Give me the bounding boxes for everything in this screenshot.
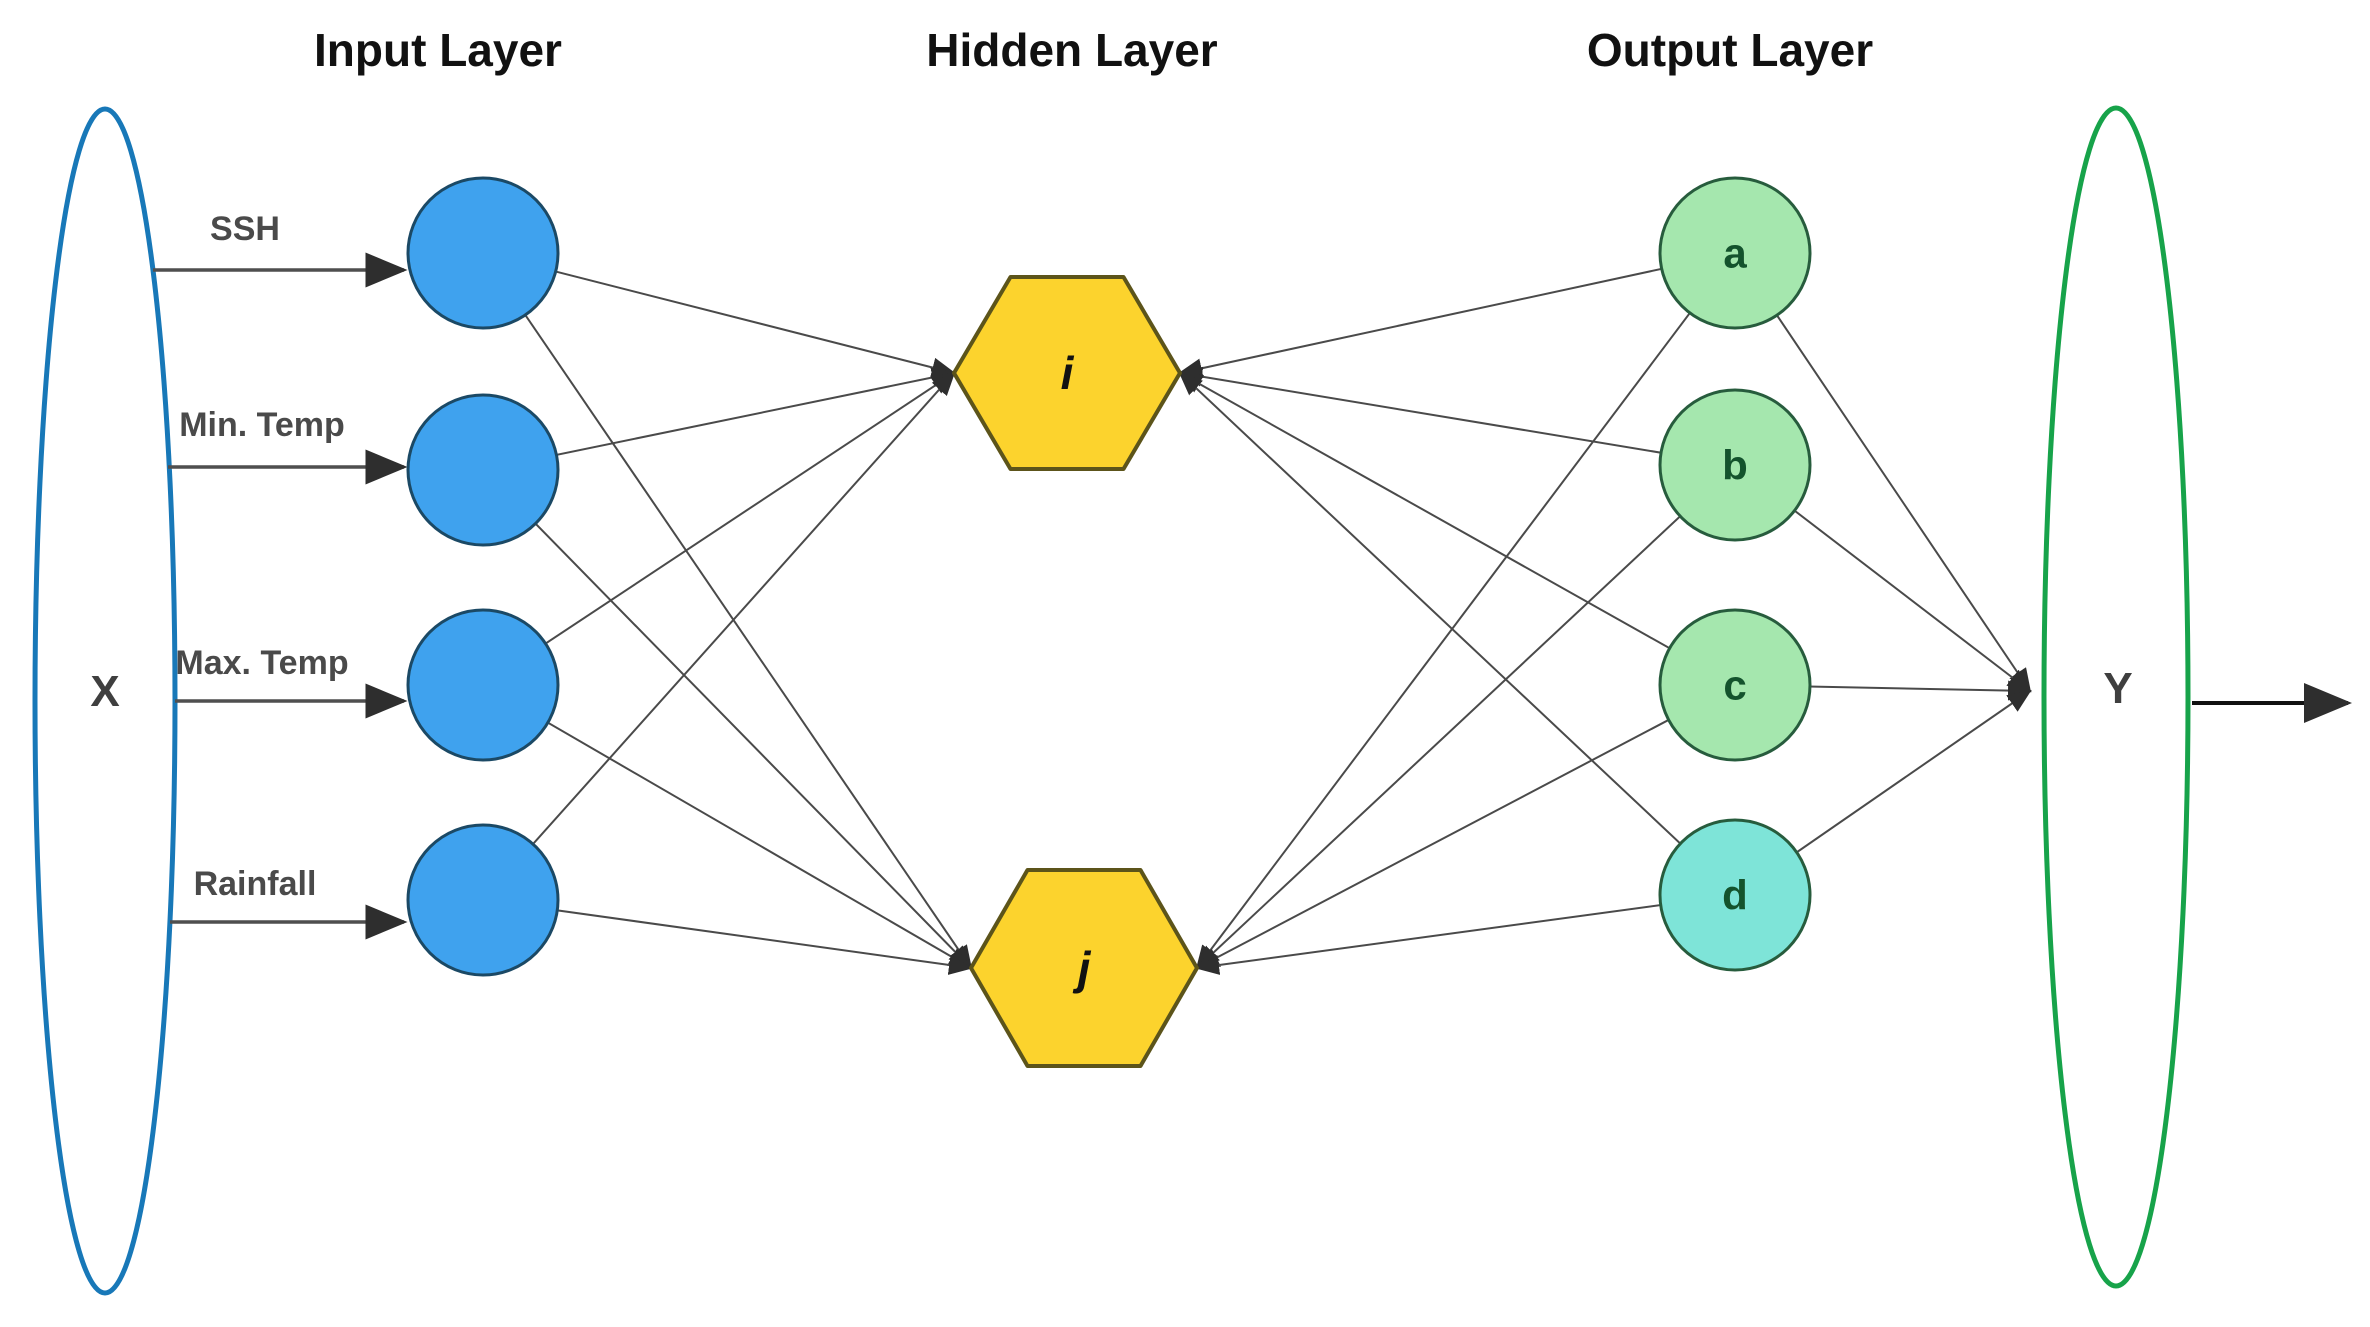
- ellipse-label-y: Y: [2103, 664, 2132, 713]
- edge-c-j: [1195, 684, 1736, 969]
- edge-rainfall-j: [482, 899, 973, 975]
- output-node-a: [1658, 176, 1812, 330]
- edge-a-i: [1178, 252, 1736, 379]
- hidden-node-label-j: j: [1073, 942, 1092, 994]
- feed-label-rainfall: Rainfall: [194, 865, 317, 903]
- feed-label-ssh: SSH: [210, 210, 280, 248]
- output-node-label-d: d: [1722, 872, 1748, 919]
- edge-d-j: [1195, 894, 1736, 975]
- edge-min_temp-i: [482, 367, 956, 471]
- output-node-label-a: a: [1723, 230, 1747, 277]
- hidden-node-j: [969, 868, 1199, 1068]
- output-node-b: [1658, 388, 1812, 542]
- edge-ssh-j: [482, 252, 973, 970]
- output-node-c: [1658, 608, 1812, 762]
- output-node-label-c: c: [1723, 662, 1746, 709]
- input-node-rainfall: [406, 823, 560, 977]
- feed-label-max_temp: Max. Temp: [175, 644, 348, 682]
- edge-b-i: [1178, 366, 1736, 466]
- title-input-layer: Input Layer: [314, 24, 562, 76]
- title-output-layer: Output Layer: [1587, 24, 1873, 76]
- edge-a-j: [1195, 252, 1736, 970]
- edge-b-j: [1195, 464, 1736, 970]
- edge-ssh-i: [482, 252, 956, 378]
- edge-min_temp-j: [482, 469, 973, 970]
- edge-max_temp-j: [482, 684, 973, 970]
- feed-label-min_temp: Min. Temp: [179, 406, 345, 444]
- input-node-max_temp: [406, 608, 560, 762]
- hidden-node-i: [952, 275, 1182, 471]
- edge-d-i: [1178, 371, 1736, 896]
- edge-a-y: [1734, 252, 2032, 693]
- ellipse-label-x: X: [90, 667, 119, 716]
- y-ellipse: [2041, 105, 2191, 1289]
- edge-c-i: [1178, 372, 1736, 686]
- edge-rainfall-i: [482, 371, 956, 901]
- input-node-min_temp: [406, 393, 560, 547]
- input-node-ssh: [406, 176, 560, 330]
- edge-max_temp-i: [482, 371, 956, 686]
- title-hidden-layer: Hidden Layer: [926, 24, 1218, 76]
- hidden-node-label-i: i: [1061, 347, 1075, 399]
- output-node-d: [1658, 818, 1812, 972]
- output-node-label-b: b: [1722, 442, 1748, 489]
